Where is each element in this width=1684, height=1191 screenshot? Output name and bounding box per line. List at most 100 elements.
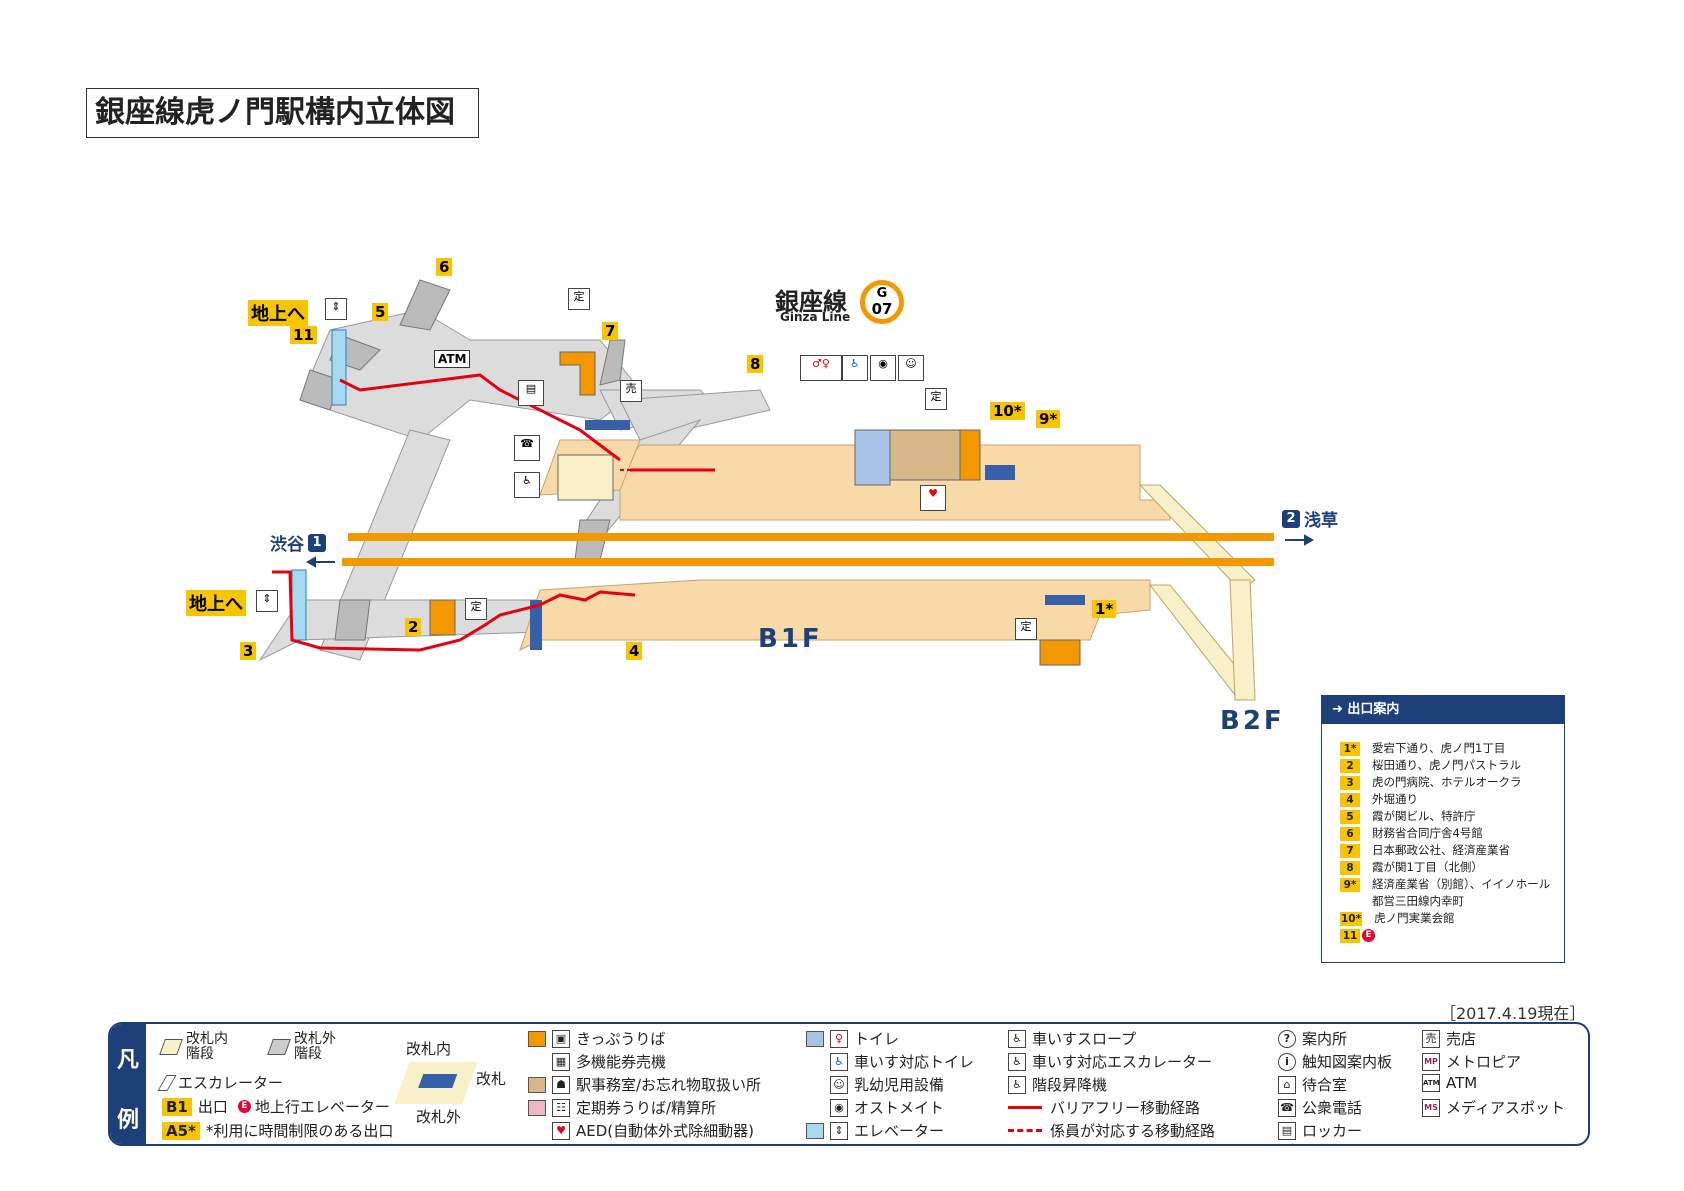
stair-lift-icon: ♿	[514, 472, 540, 498]
legend-gate-label: 改札	[476, 1070, 507, 1088]
exit-text: 日本郵政公社、経済産業省	[1372, 843, 1510, 857]
stairs-outside-swatch	[267, 1039, 291, 1055]
waiting-room-icon: ⌂	[1278, 1075, 1296, 1094]
legend-toilet-label: トイレ	[854, 1030, 900, 1048]
legend-side-bottom: 例	[116, 1108, 139, 1133]
wheelchair-escalator-icon: ♿	[1008, 1052, 1026, 1071]
exit-badge: 8	[1340, 861, 1360, 875]
aed-icon: ♥	[920, 485, 946, 511]
legend-wheel-toilet: ♿車いす対応トイレ	[830, 1051, 974, 1072]
exit-item: 7 日本郵政公社、経済産業省	[1340, 842, 1550, 859]
exit-badge: 4	[1340, 793, 1360, 807]
legend-phone-label: 公衆電話	[1302, 1099, 1363, 1117]
map-exit-10: 10*	[990, 402, 1025, 420]
station-code-letter: G	[876, 286, 888, 301]
ginza-line-tracks	[342, 533, 1274, 566]
map-exit-11: 11	[290, 326, 317, 344]
legend-exit-badge: B1	[162, 1097, 192, 1116]
legend-commuter-label: 定期券うりば/精算所	[576, 1099, 717, 1117]
legend-baby-label: 乳幼児用設備	[854, 1076, 945, 1094]
legend-ticket: ▣きっぷうりば	[528, 1028, 665, 1049]
legend-atm-label: ATM	[1446, 1074, 1478, 1092]
exit-text: 桜田通り、虎ノ門パストラル	[1372, 758, 1522, 772]
atm-icon: ATM	[1422, 1074, 1440, 1092]
legend-wheel-slope-label: 車いすスロープ	[1032, 1030, 1137, 1048]
teiki-icon: 定	[925, 388, 947, 410]
legend-ticket-label: きっぷうりば	[576, 1030, 666, 1048]
floor-label-b1: B1F	[758, 624, 823, 654]
legend-limited-badge: A5*	[162, 1121, 200, 1140]
legend-baby: ☺ 乳幼児用設備	[830, 1074, 944, 1095]
map-exit-5: 5	[372, 303, 389, 321]
exit-badge: 7	[1340, 844, 1360, 858]
station-3d-map	[258, 279, 1315, 701]
direction-arrows	[305, 534, 1315, 568]
legend-elevator-label: エレベーター	[854, 1122, 945, 1140]
exit-text: 外堀通り	[1372, 792, 1418, 806]
ticket-gates	[530, 420, 1085, 650]
exit-text: 財務省合同庁舎4号館	[1372, 826, 1483, 840]
legend-gate-outside-label: 改札外	[416, 1108, 462, 1126]
legend-staff-route-label: 係員が対応する移動経路	[1050, 1122, 1216, 1140]
legend-barrier-free-label: バリアフリー移動経路	[1050, 1099, 1201, 1117]
map-exit-6: 6	[436, 258, 453, 276]
exit-guide-heading: ➜ 出口案内	[1322, 696, 1564, 724]
toilet-icon: ♂♀	[800, 355, 842, 381]
legend-metropia-label: メトロピア	[1446, 1053, 1522, 1071]
exit-badge: 10*	[1340, 912, 1363, 926]
legend-wheel-escalator-label: 車いす対応エスカレーター	[1032, 1053, 1213, 1071]
exit-text: 虎ノ門実業会館	[1374, 911, 1455, 925]
line-name: 銀座線	[775, 288, 847, 316]
shibuya-num: 1	[308, 533, 326, 552]
legend-elevator-up-label: 地上行エレベーター	[254, 1098, 390, 1116]
direction-shibuya: 渋谷 1	[270, 530, 326, 555]
station-office-icon: ☗	[552, 1075, 570, 1094]
multi-ticket-icon: ▦	[552, 1052, 570, 1071]
map-exit-3: 3	[240, 642, 257, 660]
legend-wheel-escalator: ♿ 車いす対応エスカレーター	[1008, 1051, 1212, 1072]
legend-aed: ♥AED(自動体外式除細動器)	[552, 1120, 754, 1141]
wheelchair-icon: ♿	[842, 355, 868, 381]
toilet-swatch	[806, 1030, 824, 1047]
shibuya-label: 渋谷	[270, 535, 304, 555]
legend-side-top: 凡	[116, 1048, 139, 1073]
legend-locker: ▤ロッカー	[1278, 1120, 1362, 1141]
station-code-number: 07	[871, 300, 893, 318]
legend-wheel-slope: ♿車いすスロープ	[1008, 1028, 1136, 1049]
legend-wheel-toilet-label: 車いす対応トイレ	[854, 1053, 975, 1071]
media-spot-icon: MS	[1422, 1098, 1440, 1117]
metropia-icon: MP	[1422, 1052, 1440, 1071]
legend-ostomate-label: オストメイト	[854, 1099, 945, 1117]
legend-stairs-outside: 改札外 階段	[267, 1032, 336, 1062]
baby-icon: ☺	[830, 1075, 848, 1094]
exit-text: 愛宕下通り、虎ノ門1丁目	[1372, 741, 1506, 755]
phone-icon: ☎	[514, 435, 540, 461]
map-exit-1: 1*	[1092, 600, 1117, 618]
legend-escalator: エスカレーター	[157, 1072, 284, 1093]
map-exit-7: 7	[602, 322, 619, 340]
legend-metropia: MP メトロピア	[1422, 1051, 1521, 1072]
map-exit-2: 2	[405, 618, 422, 636]
escalator-swatch	[157, 1074, 177, 1091]
ostomate-icon: ◉	[830, 1098, 848, 1117]
staff-route-line	[1008, 1129, 1042, 1132]
shop-icon: 売	[1422, 1029, 1440, 1048]
legend-escalator-label: エスカレーター	[178, 1074, 284, 1092]
legend-staff-route: 係員が対応する移動経路	[1008, 1120, 1215, 1141]
exit-badge: 5	[1340, 810, 1360, 824]
map-exit-4: 4	[626, 642, 643, 660]
phone-icon: ☎	[1278, 1098, 1296, 1117]
station-number-badge: G 07	[860, 280, 904, 324]
legend-shop: 売売店	[1422, 1028, 1476, 1049]
locker-icon: ▤	[518, 380, 544, 406]
legend-gate-inside-label: 改札内	[406, 1040, 452, 1058]
legend-station-office-label: 駅事務室/お忘れ物取扱い所	[576, 1076, 762, 1094]
teiki-icon: 定	[1015, 618, 1037, 640]
gate-swatch	[418, 1074, 458, 1088]
